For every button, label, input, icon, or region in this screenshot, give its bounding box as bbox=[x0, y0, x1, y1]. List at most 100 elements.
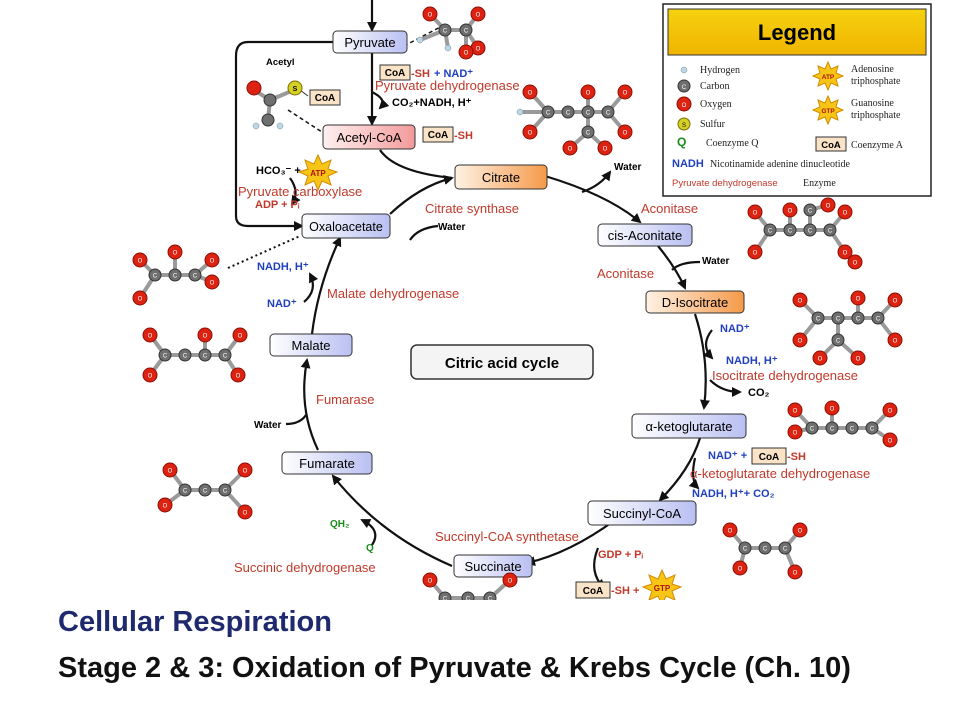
svg-text:Sulfur: Sulfur bbox=[700, 119, 726, 130]
arc-succinylcoa-succinate bbox=[525, 519, 616, 567]
svg-text:C: C bbox=[566, 111, 571, 117]
svg-text:C: C bbox=[828, 229, 833, 235]
svg-text:Water: Water bbox=[614, 162, 642, 173]
svg-text:O: O bbox=[243, 469, 248, 475]
svg-text:O: O bbox=[856, 357, 861, 363]
caption-title: Cellular Respiration bbox=[58, 606, 332, 638]
svg-text:C: C bbox=[466, 597, 471, 601]
svg-text:O: O bbox=[243, 511, 248, 517]
svg-text:CoA: CoA bbox=[821, 140, 841, 151]
node-citrate: Citrate bbox=[454, 164, 548, 190]
svg-text:CoA: CoA bbox=[315, 93, 336, 104]
svg-text:Water: Water bbox=[702, 256, 730, 267]
svg-text:C: C bbox=[464, 29, 469, 35]
svg-text:O: O bbox=[464, 51, 469, 57]
legend-carbon-icon bbox=[677, 79, 691, 93]
node-malate: Malate bbox=[269, 333, 353, 357]
svg-text:C: C bbox=[223, 354, 228, 360]
svg-text:CO₂+NADH, H⁺: CO₂+NADH, H⁺ bbox=[392, 97, 472, 109]
svg-text:cis-Aconitate: cis-Aconitate bbox=[608, 228, 682, 243]
center-label: Citric acid cycle bbox=[410, 344, 594, 380]
label-malate-dehydrogenase: Malate dehydrogenase bbox=[327, 286, 459, 301]
svg-text:O: O bbox=[788, 209, 793, 215]
svg-text:O: O bbox=[893, 299, 898, 305]
cofactors: Acetyl CoA -SH + NAD⁺ CO₂+NADH, H⁺ CoA -… bbox=[246, 57, 806, 600]
enzyme-labels: Pyruvate dehydrogenase Pyruvate carboxyl… bbox=[234, 78, 870, 575]
svg-text:NADH, H⁺: NADH, H⁺ bbox=[257, 261, 309, 273]
arc-malate-oxaloacetate bbox=[310, 236, 342, 335]
citric-acid-cycle-diagram: Pyruvate Acetyl-CoA Citrate cis-Aconitat… bbox=[132, 0, 932, 601]
svg-text:C: C bbox=[586, 131, 591, 137]
svg-text:Oxaloacetate: Oxaloacetate bbox=[309, 220, 383, 234]
svg-text:O: O bbox=[826, 204, 831, 210]
coa-box-acetyl-group bbox=[309, 89, 341, 106]
label-pyruvate-carboxylase: Pyruvate carboxylase bbox=[238, 184, 362, 199]
node-pyruvate: Pyruvate bbox=[332, 30, 408, 54]
svg-text:ADP + Pᵢ: ADP + Pᵢ bbox=[255, 199, 300, 211]
svg-text:Oxygen: Oxygen bbox=[700, 99, 732, 110]
svg-text:C: C bbox=[783, 547, 788, 553]
svg-text:O: O bbox=[856, 297, 861, 303]
svg-text:O: O bbox=[210, 259, 215, 265]
arrow-q-qh2 bbox=[360, 519, 377, 546]
svg-text:O: O bbox=[168, 469, 173, 475]
svg-text:Succinyl-CoA: Succinyl-CoA bbox=[603, 506, 681, 521]
svg-text:O: O bbox=[163, 504, 168, 510]
svg-text:C: C bbox=[768, 229, 773, 235]
svg-text:Enzyme: Enzyme bbox=[803, 178, 836, 189]
svg-text:Succinate: Succinate bbox=[464, 559, 521, 574]
svg-text:O: O bbox=[623, 91, 628, 97]
svg-text:C: C bbox=[810, 427, 815, 433]
svg-text:O: O bbox=[586, 91, 591, 97]
arc-succinate-fumarate bbox=[331, 474, 453, 568]
svg-text:O: O bbox=[238, 334, 243, 340]
arrow-pyruvate-carboxylase-loop bbox=[234, 40, 336, 231]
coa-box-succinyl bbox=[575, 581, 611, 599]
svg-text:O: O bbox=[210, 281, 215, 287]
svg-text:HCO₃⁻ +: HCO₃⁻ + bbox=[256, 165, 301, 177]
svg-text:NADH, H⁺+ CO₂: NADH, H⁺+ CO₂ bbox=[692, 488, 775, 500]
svg-text:NAD⁺ +: NAD⁺ + bbox=[708, 450, 747, 462]
svg-text:ATP: ATP bbox=[310, 169, 326, 178]
svg-text:S: S bbox=[293, 86, 298, 93]
svg-text:Guanosine: Guanosine bbox=[851, 98, 894, 109]
atp-burst-icon: ATP bbox=[297, 153, 339, 192]
arrow-oxalo-water bbox=[409, 224, 439, 241]
svg-text:O: O bbox=[843, 211, 848, 217]
svg-text:O: O bbox=[888, 409, 893, 415]
svg-text:Pyruvate dehydrogenase: Pyruvate dehydrogenase bbox=[672, 178, 778, 189]
svg-text:CoA: CoA bbox=[428, 130, 449, 141]
svg-text:S: S bbox=[682, 123, 686, 129]
svg-text:O: O bbox=[236, 374, 241, 380]
svg-text:O: O bbox=[798, 299, 803, 305]
arc-cisaconitate-isocitrate bbox=[657, 245, 687, 290]
svg-text:O: O bbox=[793, 571, 798, 577]
svg-text:O: O bbox=[888, 439, 893, 445]
coa-box-akg bbox=[751, 447, 787, 465]
svg-text:O: O bbox=[830, 407, 835, 413]
node-alpha-ketoglutarate: α-ketoglutarate bbox=[631, 413, 747, 439]
svg-text:GTP: GTP bbox=[821, 108, 835, 115]
svg-text:α-ketoglutarate: α-ketoglutarate bbox=[645, 419, 732, 434]
dotted-link-oxaloacetate bbox=[227, 235, 301, 269]
label-succinic-dehydrogenase: Succinic dehydrogenase bbox=[234, 560, 376, 575]
svg-text:C: C bbox=[788, 229, 793, 235]
label-succinyl-coa-synthetase: Succinyl-CoA synthetase bbox=[435, 529, 579, 544]
svg-text:CoA: CoA bbox=[385, 68, 406, 79]
svg-text:Carbon: Carbon bbox=[700, 81, 729, 92]
arrow-water-in-fumarase bbox=[285, 414, 307, 426]
dashed-link-acetyl bbox=[287, 109, 323, 133]
svg-text:C: C bbox=[586, 111, 591, 117]
label-fumarase: Fumarase bbox=[316, 392, 375, 407]
svg-text:C: C bbox=[203, 354, 208, 360]
label-aconitase-2: Aconitase bbox=[597, 266, 654, 281]
svg-text:NAD⁺: NAD⁺ bbox=[267, 298, 297, 310]
svg-text:Fumarate: Fumarate bbox=[299, 456, 355, 471]
svg-text:Coenzyme Q: Coenzyme Q bbox=[706, 138, 759, 149]
